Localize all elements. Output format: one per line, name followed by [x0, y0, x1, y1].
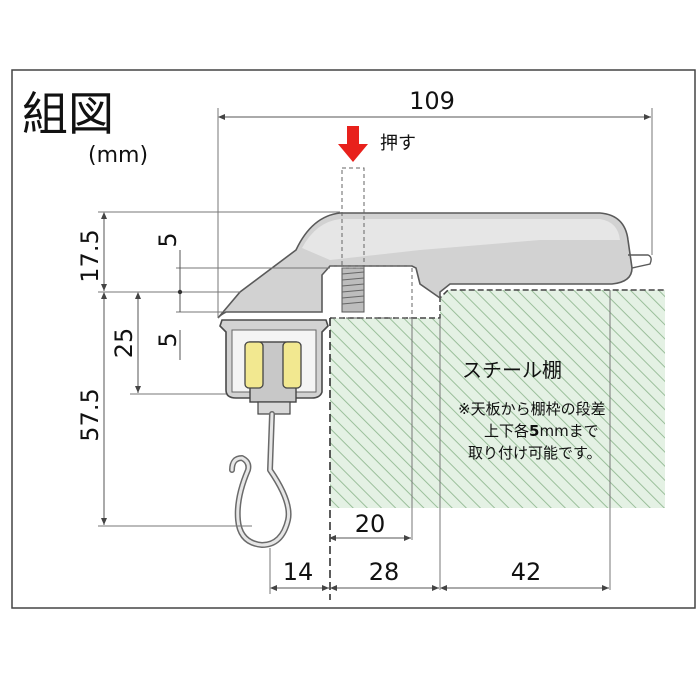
dim-width-14: 14 — [283, 558, 314, 586]
dim-width-20: 20 — [355, 510, 386, 538]
note-line-1: ※天板から棚枠の段差 — [458, 400, 606, 418]
dim-step-lower: 5 — [154, 332, 182, 347]
dim-height-mid: 25 — [110, 328, 138, 359]
dim-width-28: 28 — [369, 558, 400, 586]
shelf-label: スチール棚 — [462, 358, 562, 382]
push-arrow-icon — [338, 126, 368, 162]
title: 組図 — [22, 87, 114, 141]
extension-lines — [98, 108, 653, 594]
dim-overall-width: 109 — [409, 87, 455, 115]
note-line-3: 取り付け可能です。 — [468, 444, 602, 462]
dim-step-upper: 5 — [154, 232, 182, 247]
dim-height-total: 57.5 — [76, 388, 104, 441]
unit-label: (mm) — [88, 143, 148, 168]
hook-runner — [244, 341, 302, 415]
dim-height-top: 17.5 — [76, 229, 104, 282]
dim-width-42: 42 — [511, 558, 542, 586]
wheel-right — [282, 341, 302, 389]
push-label: 押す — [380, 133, 416, 154]
note-line-2: 上下各5mmまで — [484, 422, 599, 440]
dimension-lines — [101, 114, 651, 591]
wheel-left — [244, 341, 264, 389]
rail-bracket — [217, 167, 652, 319]
